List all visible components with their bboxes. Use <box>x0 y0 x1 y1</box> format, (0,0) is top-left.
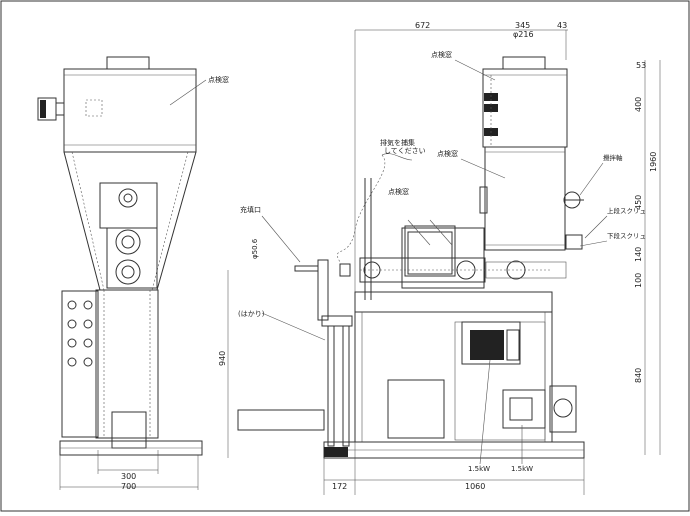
dim-53: 53 <box>636 61 646 70</box>
label-motor-1: 1.5kW <box>468 465 490 473</box>
label-inspection-window-top: 点検窓 <box>431 50 452 59</box>
label-inspection-window-mid: 点検窓 <box>437 149 458 158</box>
dim-940: 940 <box>218 351 227 366</box>
dim-400: 400 <box>634 97 643 112</box>
dim-840: 840 <box>634 368 643 383</box>
label-inspection-window-box: 点検窓 <box>388 187 409 196</box>
dim-phi-216: φ216 <box>513 30 534 39</box>
dim-700: 700 <box>121 482 136 491</box>
label-inspection-window-left: 点検窓 <box>208 75 229 84</box>
label-scale: (はかり) <box>238 310 265 318</box>
dim-345: 345 <box>515 21 530 30</box>
dim-1960: 1960 <box>649 152 658 172</box>
label-agitator-shaft: 攪拌軸 <box>603 153 623 162</box>
dim-100: 100 <box>634 273 643 288</box>
label-exhaust-line1: 排気を捕集 <box>380 138 415 147</box>
dim-672: 672 <box>415 21 430 30</box>
left-view <box>37 56 203 456</box>
dim-450: 450 <box>634 195 643 210</box>
dim-140: 140 <box>634 247 643 262</box>
dim-1060: 1060 <box>465 482 485 491</box>
label-upper-screw: 上段スクリュ <box>607 206 646 215</box>
right-view <box>237 30 585 495</box>
label-motor-2: 1.5kW <box>511 465 533 473</box>
dim-300: 300 <box>121 472 136 481</box>
dim-43: 43 <box>557 21 567 30</box>
label-exhaust-line2: してください <box>384 147 426 155</box>
dim-172: 172 <box>332 482 347 491</box>
label-lower-screw: 下段スクリュ <box>607 231 646 240</box>
dim-phi-side: φ50.6 <box>251 238 259 259</box>
label-fill-port: 充填口 <box>240 205 261 214</box>
